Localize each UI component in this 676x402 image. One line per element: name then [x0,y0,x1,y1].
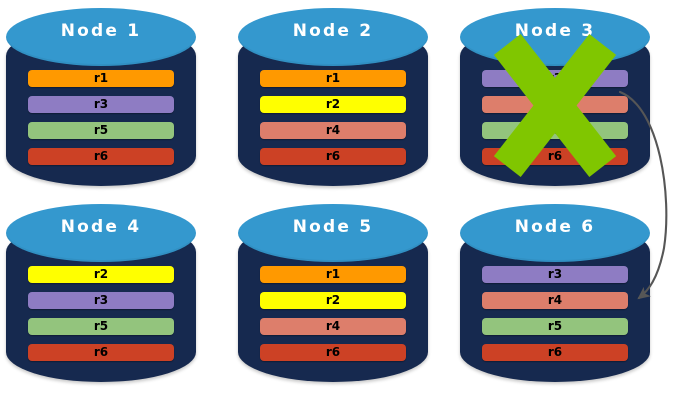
cylinder-top [238,8,428,66]
replica-bar[interactable]: r5 [28,122,174,139]
replica-list: r3 r4 r5 r6 [482,70,628,165]
cylinder-top [6,204,196,262]
node-4[interactable]: Node 4 r2 r3 r5 r6 [6,204,196,382]
node-5[interactable]: Node 5 r1 r2 r4 r6 [238,204,428,382]
node-label: Node 2 [292,21,374,41]
replica-list: r1 r3 r5 r6 [28,70,174,165]
replica-list: r3 r4 r5 r6 [482,266,628,361]
replica-bar[interactable]: r4 [260,122,406,139]
replica-bar[interactable]: r4 [482,96,628,113]
cylinder-top [460,204,650,262]
replica-bar[interactable]: r3 [482,70,628,87]
node-label: Node 6 [514,217,596,237]
replica-bar[interactable]: r6 [28,344,174,361]
replica-bar[interactable]: r5 [482,318,628,335]
replica-bar[interactable]: r3 [28,292,174,309]
replica-bar[interactable]: r5 [482,122,628,139]
replica-bar[interactable]: r2 [260,96,406,113]
replica-bar[interactable]: r3 [28,96,174,113]
node-label: Node 1 [60,21,142,41]
cylinder-top [6,8,196,66]
replica-bar[interactable]: r6 [482,344,628,361]
node-1[interactable]: Node 1 r1 r3 r5 r6 [6,8,196,186]
replica-bar[interactable]: r6 [260,148,406,165]
node-label: Node 3 [514,21,596,41]
cylinder-top [238,204,428,262]
replica-bar[interactable]: r6 [28,148,174,165]
replica-list: r1 r2 r4 r6 [260,266,406,361]
node-6[interactable]: Node 6 r3 r4 r5 r6 [460,204,650,382]
replica-bar[interactable]: r6 [260,344,406,361]
replica-bar[interactable]: r1 [28,70,174,87]
replica-bar[interactable]: r2 [28,266,174,283]
node-label: Node 4 [60,217,142,237]
node-2[interactable]: Node 2 r1 r2 r4 r6 [238,8,428,186]
replica-bar[interactable]: r1 [260,70,406,87]
replica-bar[interactable]: r5 [28,318,174,335]
replica-bar[interactable]: r4 [482,292,628,309]
node-3[interactable]: Node 3 r3 r4 r5 r6 [460,8,650,186]
replica-bar[interactable]: r2 [260,292,406,309]
replica-bar[interactable]: r6 [482,148,628,165]
replica-bar[interactable]: r3 [482,266,628,283]
replica-bar[interactable]: r1 [260,266,406,283]
replica-bar[interactable]: r4 [260,318,406,335]
replica-list: r2 r3 r5 r6 [28,266,174,361]
node-label: Node 5 [292,217,374,237]
replica-list: r1 r2 r4 r6 [260,70,406,165]
